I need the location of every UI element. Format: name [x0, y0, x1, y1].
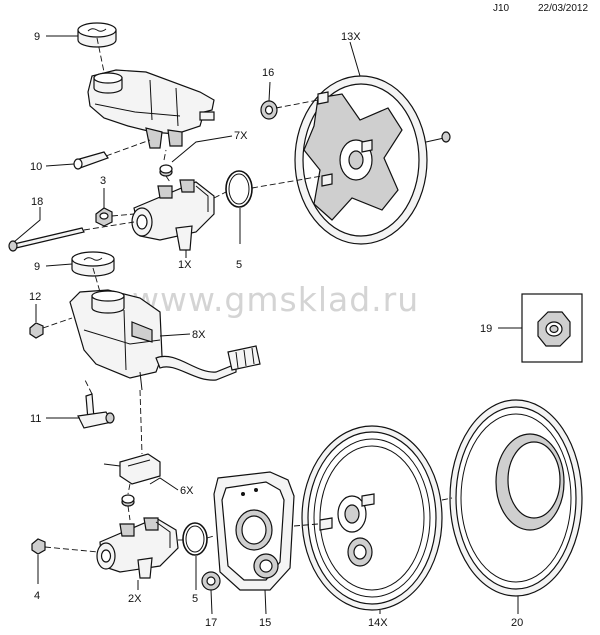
callout-13x: 13X	[341, 31, 361, 43]
assembly-lines	[42, 37, 453, 553]
callout-11: 11	[30, 413, 41, 425]
reservoir-cap-9-middle	[71, 251, 115, 277]
nut-3	[95, 207, 113, 227]
callout-16: 16	[262, 67, 274, 79]
pin-10	[73, 151, 109, 170]
callout-5-lower: 5	[192, 593, 198, 605]
callout-2x: 2X	[128, 593, 142, 605]
gasket-15	[213, 471, 295, 591]
seal-7x	[159, 164, 173, 177]
washer-17	[201, 571, 221, 591]
callout-9-middle: 9	[34, 261, 40, 273]
callout-9-top: 9	[34, 31, 40, 43]
brake-fluid-reservoir-upper	[87, 69, 215, 149]
callout-5-upper: 5	[236, 259, 242, 271]
o-ring-5-lower	[182, 522, 208, 556]
callout-15: 15	[259, 617, 271, 629]
callout-6x: 6X	[180, 485, 194, 497]
washer-16	[260, 100, 278, 120]
callout-18: 18	[31, 196, 43, 208]
level-sensor-11	[77, 393, 115, 429]
diagram-code: J10	[493, 3, 510, 14]
callout-1x: 1X	[178, 259, 192, 271]
nut-19-detail-box	[521, 293, 583, 363]
brake-booster-13x	[294, 75, 451, 245]
callout-12: 12	[29, 291, 41, 303]
cover-20	[449, 399, 583, 597]
reservoir-cap-9-top	[77, 22, 117, 48]
master-cylinder-2x	[96, 517, 179, 579]
brake-booster-14x	[301, 425, 443, 611]
callout-4: 4	[34, 590, 40, 602]
brake-fluid-reservoir-8x	[69, 289, 261, 391]
connector-6x	[103, 453, 161, 485]
callout-10: 10	[30, 161, 42, 173]
nut-12	[29, 322, 44, 339]
seal-lower	[121, 494, 135, 507]
callout-8x: 8X	[192, 329, 206, 341]
diagram-date: 22/03/2012	[538, 3, 588, 14]
callout-7x: 7X	[234, 130, 248, 142]
master-cylinder-1x	[131, 179, 215, 251]
leader-lines	[13, 35, 522, 615]
callout-19: 19	[480, 323, 492, 335]
callout-14x: 14X	[368, 617, 388, 629]
bolt-18	[8, 227, 85, 252]
watermark-text: www.gmsklad.ru	[132, 280, 419, 319]
nut-4	[31, 538, 46, 555]
callout-labels: 9 13X 16 7X 10 3 18 1X 5 9 12 8X 19 11 6…	[29, 31, 523, 629]
callout-17: 17	[205, 617, 217, 629]
callout-20: 20	[511, 617, 523, 629]
o-ring-5-upper	[225, 170, 253, 208]
callout-3: 3	[100, 175, 106, 187]
